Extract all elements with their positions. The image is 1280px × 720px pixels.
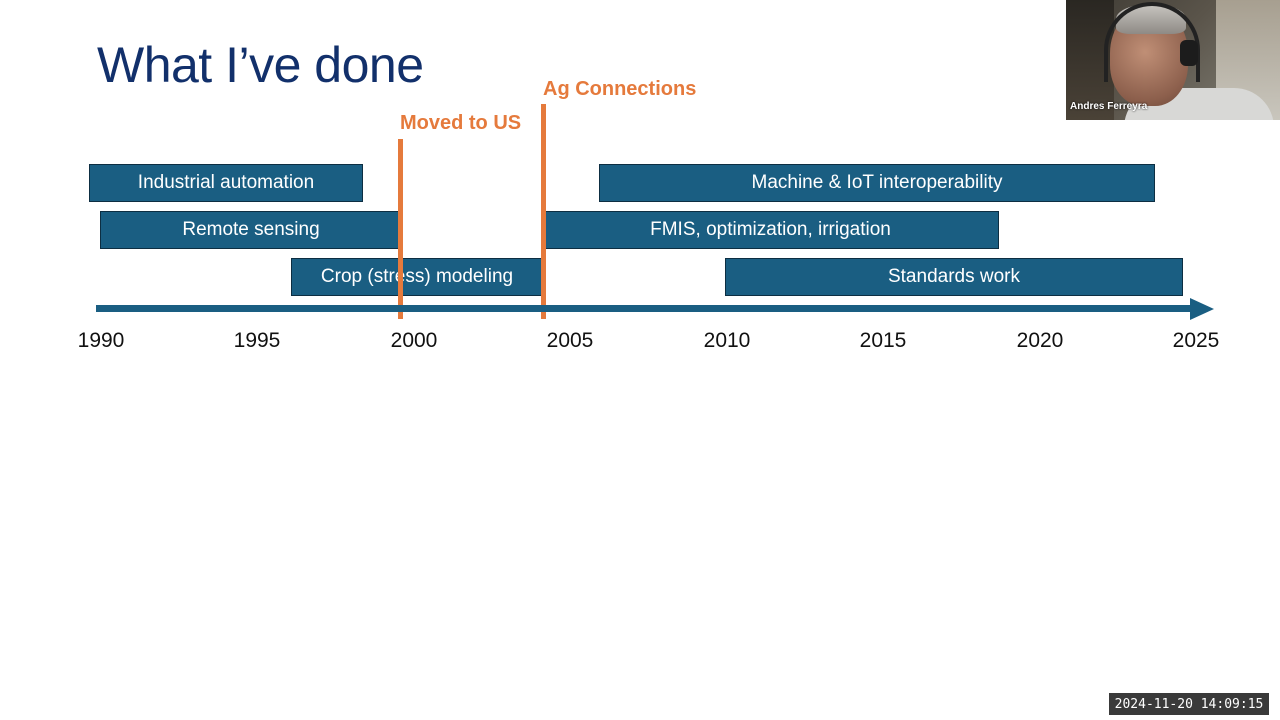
slide-title: What I’ve done bbox=[97, 37, 424, 93]
axis-year-label: 2025 bbox=[1172, 329, 1220, 352]
activity-bar-standards: Standards work bbox=[725, 258, 1183, 296]
activity-bar-fmis: FMIS, optimization, irrigation bbox=[542, 211, 999, 249]
timeline-arrow-icon bbox=[1190, 298, 1214, 320]
activity-bar-machine-iot: Machine & IoT interoperability bbox=[599, 164, 1155, 202]
milestone-line-ag-connections bbox=[541, 104, 546, 319]
participant-name: Andres Ferreyra bbox=[1070, 101, 1148, 112]
axis-year-label: 2010 bbox=[703, 329, 751, 352]
axis-year-label: 2015 bbox=[859, 329, 907, 352]
milestone-line-moved-to-us bbox=[398, 139, 403, 319]
participant-video-tile[interactable]: Andres Ferreyra bbox=[1066, 0, 1280, 120]
milestone-label-moved-to-us: Moved to US bbox=[400, 112, 522, 134]
milestone-label-ag-connections: Ag Connections bbox=[543, 78, 697, 100]
timeline-axis bbox=[96, 305, 1193, 312]
axis-year-label: 2020 bbox=[1016, 329, 1064, 352]
axis-year-label: 1995 bbox=[233, 329, 281, 352]
activity-bar-industrial-automation: Industrial automation bbox=[89, 164, 363, 202]
axis-year-label: 2005 bbox=[546, 329, 594, 352]
axis-year-label: 2000 bbox=[390, 329, 438, 352]
activity-bar-crop-modeling: Crop (stress) modeling bbox=[291, 258, 543, 296]
axis-year-label: 1990 bbox=[77, 329, 125, 352]
activity-bar-remote-sensing: Remote sensing bbox=[100, 211, 402, 249]
headset-icon bbox=[1104, 2, 1200, 82]
recording-timestamp: 2024-11-20 14:09:15 bbox=[1109, 693, 1269, 715]
